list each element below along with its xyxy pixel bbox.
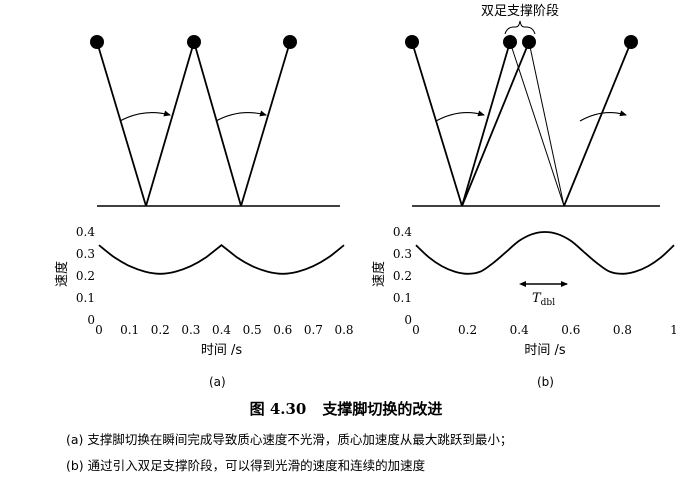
y-tick-label: 0.4: [76, 225, 95, 239]
x-axis-label: 时间 /s: [201, 343, 243, 358]
y-tick-label: 0.2: [76, 269, 95, 283]
y-tick-label: 0: [404, 313, 412, 327]
panel-label-a: (a): [209, 375, 226, 389]
body-mass-dot: [405, 35, 419, 49]
y-tick-label: 0.3: [76, 247, 95, 261]
x-tick-label: 1: [670, 323, 678, 337]
tdbl-label: Tdbl: [532, 291, 555, 308]
x-tick-label: 0.2: [151, 323, 170, 337]
x-tick-label: 0.8: [334, 323, 353, 337]
body-mass-dot: [187, 35, 201, 49]
y-tick-label: 0.3: [393, 247, 412, 261]
x-tick-label: 0: [95, 323, 103, 337]
tdbl-subscript: dbl: [541, 298, 556, 308]
x-tick-label: 0.1: [120, 323, 139, 337]
x-axis-label: 时间 /s: [524, 343, 566, 358]
y-tick-label: 0.4: [393, 225, 412, 239]
swing-arrow: [119, 110, 171, 122]
x-tick-label: 0.5: [243, 323, 262, 337]
leg-line: [145, 41, 195, 207]
walking-diagram-b: [405, 20, 660, 207]
y-axis-label: 速度: [54, 261, 70, 287]
leg-line: [563, 41, 632, 207]
tdbl-main: T: [532, 291, 542, 306]
body-mass-dot: [503, 35, 517, 49]
x-tick-label: 0: [412, 323, 420, 337]
caption-line-a: (a) 支撑脚切换在瞬间完成导致质心速度不光滑，质心加速度从最大跳跃到最小；: [66, 432, 513, 447]
leg-line: [96, 41, 147, 207]
velocity-chart-a: 0 0.1 0.2 0.3 0.4 0 0.1 0.2 0.3 0.4 0.5 0.6 0.7 0.8 速度…: [54, 225, 354, 358]
swing-arrow: [215, 110, 267, 122]
x-tick-label: 0.6: [561, 323, 580, 337]
body-mass-dot: [522, 35, 536, 49]
panel-label-b: (b): [537, 375, 554, 389]
swing-arrow: [435, 110, 485, 122]
leg-line-thin: [528, 41, 565, 207]
caption-line-b: (b) 通过引入双足支撑阶段，可以得到光滑的速度和连续的加速度: [66, 458, 426, 473]
x-tick-label: 0.4: [510, 323, 529, 337]
x-tick-label: 0.3: [181, 323, 200, 337]
body-mass-dot: [90, 35, 104, 49]
leg-line: [193, 41, 242, 207]
y-tick-label: 0.1: [76, 291, 95, 305]
velocity-curve: [415, 231, 675, 275]
leg-line: [240, 41, 291, 207]
x-tick-label: 0.8: [613, 323, 632, 337]
body-mass-dot: [283, 35, 297, 49]
velocity-curve: [98, 244, 345, 275]
leg-line: [411, 41, 463, 207]
leg-line-thin: [509, 41, 565, 207]
x-tick-label: 0.7: [304, 323, 323, 337]
figure-title-text: 支撑脚切换的改进: [322, 400, 443, 418]
figure-number: 图 4.30: [249, 400, 307, 418]
swing-arrow: [579, 110, 627, 122]
x-tick-label: 0.4: [212, 323, 231, 337]
y-tick-label: 0.1: [393, 291, 412, 305]
y-tick-label: 0.2: [393, 269, 412, 283]
body-mass-dot: [624, 35, 638, 49]
y-tick-label: 0: [87, 313, 95, 327]
x-tick-label: 0.6: [273, 323, 292, 337]
figure-title: 图 4.30 支撑脚切换的改进: [0, 398, 692, 419]
double-support-brace: [504, 20, 536, 35]
walking-diagram-a: [90, 35, 340, 207]
y-axis-label: 速度: [371, 261, 387, 287]
leg-line: [461, 41, 511, 207]
x-tick-label: 0.2: [458, 323, 477, 337]
leg-line: [461, 41, 530, 207]
double-support-label: 双足支撑阶段: [481, 4, 559, 19]
